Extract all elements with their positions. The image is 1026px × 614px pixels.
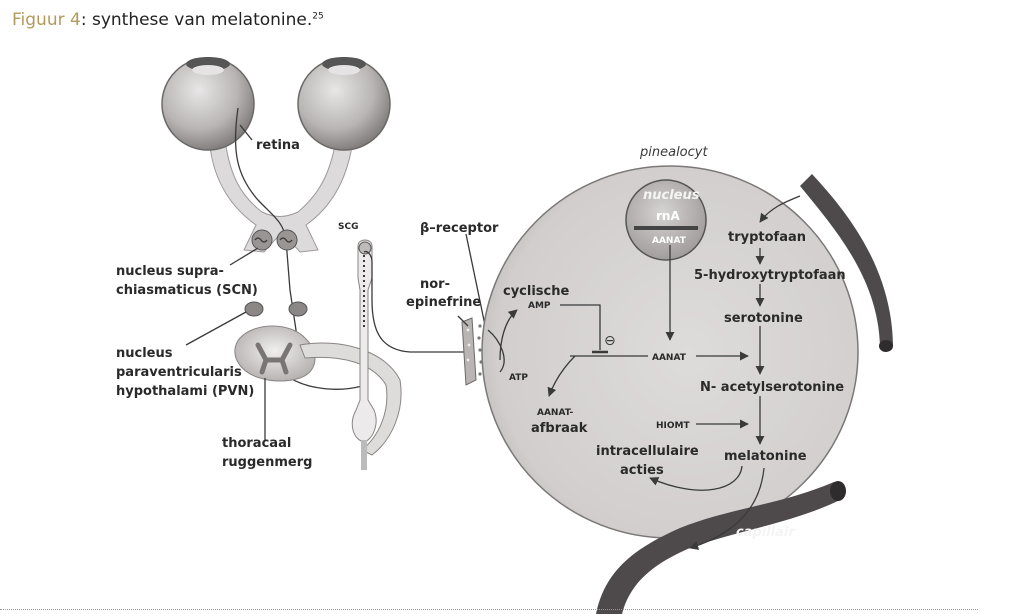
label-pinealocyte: pinealocyt [639, 145, 708, 160]
figure-caption: Figuur 4: synthese van melatonine.25 [12, 10, 324, 30]
pinealocyte [481, 165, 893, 614]
atp-to-camp-arrow [499, 309, 518, 361]
label-spinal-line1: thoracaal [222, 436, 291, 451]
figure-reference: 25 [312, 11, 324, 22]
pvn-leader-line [185, 311, 247, 346]
capillary-lower-end [830, 481, 846, 501]
label-n-acetylserotonin: N- acetylserotonine [700, 380, 844, 395]
label-intracellular-line1: intracellulaire [596, 444, 699, 459]
label-cyclic-line2: AMP [528, 301, 551, 311]
inhibition-symbol: ⊖ [604, 333, 616, 349]
label-scg: SCG [338, 222, 358, 232]
scg-ganglion-column [351, 239, 377, 443]
scn-right-wave [279, 237, 293, 243]
scg-ganglion [358, 241, 372, 255]
label-htp: 5-hydroxytryptofaan [694, 268, 846, 283]
retina-leader-line [239, 124, 253, 141]
scn-leader-line [229, 247, 259, 266]
label-norepi-line2: epinefrine [406, 295, 481, 310]
postganglionic-fiber [363, 250, 470, 353]
label-scn-line1: nucleus supra- [116, 264, 224, 279]
label-aanat-breakdown-line1: AANAT- [537, 408, 574, 418]
label-serotonin: serotonine [724, 311, 803, 326]
atp-line [487, 329, 505, 373]
label-pvn-line3: hypothalami (PVN) [116, 384, 254, 399]
nerve-terminal [461, 317, 477, 386]
right-lens [328, 65, 360, 75]
capillary-upper-end [879, 340, 893, 352]
label-nucleus-aanat: AANAT [652, 236, 687, 246]
arrow-to-aanat-breakdown [547, 355, 576, 397]
spinal-gray-matter [255, 342, 293, 375]
scn-left-wave [254, 237, 268, 243]
scn-left-nucleus [251, 229, 273, 251]
scn-right-nucleus [276, 229, 298, 251]
label-cyclic-line1: cyclische [503, 284, 569, 299]
label-aanat: AANAT [652, 353, 687, 363]
arrow-capillary-to-tryptophan [759, 195, 801, 223]
label-intracellular-line2: acties [620, 463, 664, 478]
label-aanat-breakdown-line2: afbraak [531, 421, 588, 436]
footer-dotted-rule [0, 609, 978, 610]
pvn-right-nucleus [288, 301, 308, 317]
optic-pathway [161, 57, 489, 470]
capillary-lower [596, 482, 840, 614]
label-atp: ATP [509, 373, 528, 383]
figure-number: Figuur 4 [12, 10, 81, 30]
label-hiomt: HIOMT [656, 421, 690, 431]
label-spinal-line2: ruggenmerg [222, 455, 312, 470]
retinohypothalamic-tract [234, 107, 363, 400]
pvn-left-nucleus [244, 301, 264, 317]
arrow-melatonin-to-capillary [689, 467, 765, 550]
label-melatonin: melatonine [724, 449, 807, 464]
beta-receptor-leader-line [465, 233, 487, 331]
label-tryptophan: tryptofaan [728, 230, 806, 245]
cell-nucleus [625, 179, 707, 261]
label-norepi-line1: nor- [420, 277, 450, 292]
label-pvn-line2: paraventricularis [116, 365, 242, 380]
norepi-leader-line [457, 315, 469, 327]
label-rna: rnA [656, 209, 680, 223]
capillary-upper [800, 174, 893, 346]
left-lens [192, 65, 224, 75]
label-capillary: capillair [736, 525, 796, 540]
arrow-cyclic-amp-inhibition [560, 304, 601, 350]
label-scn-line2: chiasmaticus (SCN) [116, 283, 258, 298]
spinal-cord-section [234, 325, 316, 382]
rna-bar [634, 226, 698, 230]
label-nucleus: nucleus [643, 188, 700, 203]
figure-title: : synthese van melatonine. [80, 10, 313, 30]
label-pvn-line1: nucleus [116, 346, 173, 361]
label-retina: retina [256, 138, 300, 153]
arrow-melatonin-to-actions [649, 465, 743, 491]
label-beta-receptor: β–receptor [420, 221, 499, 236]
